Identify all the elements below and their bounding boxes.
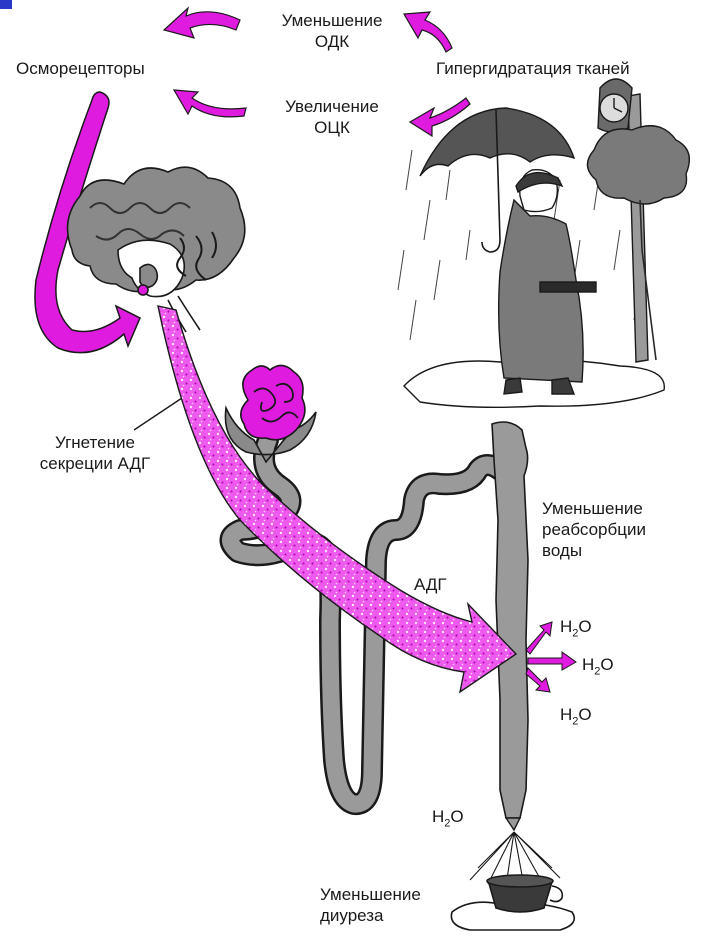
duct-tip: [506, 818, 520, 830]
rain-scene: [398, 79, 689, 407]
label-water-2: H2O: [582, 654, 614, 682]
arrow-ock-to-osmoreceptors: [174, 90, 246, 117]
label-reabsorption-line1: Уменьшение: [542, 498, 646, 519]
label-osmoreceptors: Осморецепторы: [16, 58, 145, 79]
label-reabsorption-line3: воды: [542, 540, 646, 561]
label-adh-inhibition: Угнетение секреции АДГ: [20, 432, 170, 474]
label-water-3: H2O: [560, 704, 592, 732]
label-reabsorption: Уменьшение реабсорбции воды: [542, 498, 646, 561]
label-ock: Увеличение ОЦК: [252, 96, 412, 138]
label-adh: АДГ: [414, 574, 447, 595]
water-o: O: [450, 807, 463, 826]
collecting-duct: [492, 422, 528, 818]
inhibition-leader-line: [134, 394, 188, 430]
label-odk-line2: ОДК: [252, 31, 412, 52]
water-h: H: [560, 705, 572, 724]
water-h: H: [582, 655, 594, 674]
label-ock-line1: Увеличение: [252, 96, 412, 117]
water-arrow-3: [526, 668, 550, 692]
label-adh-inhibition-line1: Угнетение: [20, 432, 170, 453]
label-odk-line1: Уменьшение: [252, 10, 412, 31]
arrow-odk-to-osmoreceptors: [164, 8, 240, 38]
label-water-4: H2O: [432, 806, 464, 834]
tree: [587, 126, 689, 204]
label-odk: Уменьшение ОДК: [252, 10, 412, 52]
coat-belt: [540, 282, 596, 292]
water-o: O: [600, 655, 613, 674]
water-o: O: [578, 705, 591, 724]
label-adh-inhibition-line2: секреции АДГ: [20, 453, 170, 474]
water-h: H: [432, 807, 444, 826]
label-diuresis: Уменьшение диуреза: [320, 884, 421, 926]
water-arrow-1: [526, 622, 552, 654]
label-reabsorption-line2: реабсорбции: [542, 519, 646, 540]
water-h: H: [560, 617, 572, 636]
label-diuresis-line1: Уменьшение: [320, 884, 421, 905]
label-ock-line2: ОЦК: [252, 117, 412, 138]
water-arrow-2: [528, 652, 576, 670]
water-o: O: [578, 617, 591, 636]
brain-illustration: [68, 167, 245, 332]
label-hyperhydration: Гипергидратация тканей: [436, 58, 630, 79]
pot-illustration: [451, 875, 574, 930]
label-diuresis-line2: диуреза: [320, 905, 421, 926]
label-water-1: H2O: [560, 616, 592, 644]
